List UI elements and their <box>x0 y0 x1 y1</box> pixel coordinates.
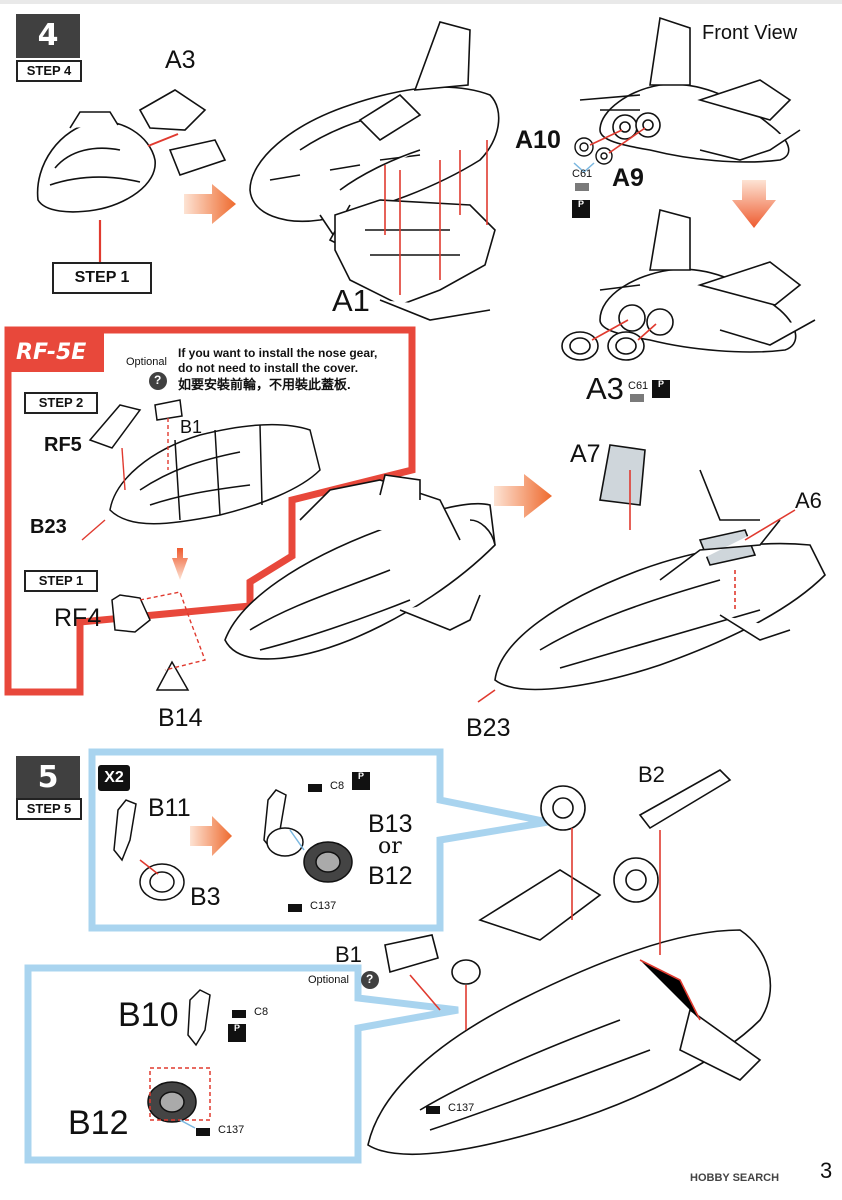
front-view-assembly <box>579 16 801 163</box>
paint-chip-c8-top <box>308 784 322 792</box>
paint-icon-top: P <box>572 200 590 218</box>
step4-ref-step1: STEP 1 <box>52 262 152 294</box>
step5-leaders <box>409 828 701 1030</box>
label-or: or <box>378 834 402 859</box>
part-label-b12-top: B12 <box>368 862 413 890</box>
paint-icon-step5-bottom: P <box>228 1024 246 1042</box>
part-label-rf5e-b1: B1 <box>180 417 203 437</box>
watermark: HOBBY SEARCH <box>690 1172 780 1184</box>
question-mark-2: ? <box>366 972 374 986</box>
rf5e-note-en-1: If you want to install the nose gear, <box>178 346 378 360</box>
paint-chip-c137-plane <box>426 1106 440 1114</box>
rf5e-optional-label: Optional <box>126 356 167 368</box>
step4-number: 4 <box>16 14 80 58</box>
paint-icon-bottom: P <box>652 380 670 398</box>
step5-gear-parts <box>113 789 353 1123</box>
part-label-b2: B2 <box>638 762 665 787</box>
assembly-arrow-3 <box>190 816 232 856</box>
step5-optional-label: Optional <box>308 974 349 986</box>
part-label-b3: B3 <box>190 883 221 911</box>
front-view-exhaust-assembly <box>561 209 816 361</box>
paint-c137-bottom: C137 <box>218 1124 245 1136</box>
rf5e-step2: STEP 2 <box>24 392 98 414</box>
paint-chip-c137-top <box>288 904 302 912</box>
question-mark-1: ? <box>154 373 162 387</box>
step5-number: 5 <box>16 756 80 800</box>
paint-chip-c61-top <box>575 183 589 191</box>
x2-badge: X2 <box>98 765 130 791</box>
paint-chip-c137-bottom <box>196 1128 210 1136</box>
part-label-b12-bottom: B12 <box>68 1104 129 1142</box>
rf5e-up-arrow <box>172 548 188 580</box>
right-plane-leaders <box>477 470 796 703</box>
paint-c137-top: C137 <box>310 900 337 912</box>
part-label-b11: B11 <box>148 794 191 822</box>
right-plane <box>494 444 826 691</box>
part-label-a1: A1 <box>332 283 370 318</box>
step4-cockpit-subassembly <box>36 89 227 213</box>
page-number: 3 <box>820 1158 833 1183</box>
step5-plane <box>367 769 772 1156</box>
rf5e-title-bg <box>8 330 104 372</box>
front-view-leaders <box>589 127 646 154</box>
rf5e-note-en-2: do not need to install the cover. <box>178 361 359 375</box>
rf5e-title: RF-5E <box>16 340 87 365</box>
paint-c8-top: C8 <box>330 780 345 792</box>
part-label-a9: A9 <box>612 164 644 192</box>
part-label-a6: A6 <box>795 488 822 513</box>
question-icon-2 <box>361 971 379 989</box>
part-label-rf5: RF5 <box>44 434 82 456</box>
paint-chip-c8-bottom <box>232 1010 246 1018</box>
part-label-a3-bottom: A3 <box>586 371 624 406</box>
front-view-label: Front View <box>702 22 798 44</box>
part-label-right-b23: B23 <box>466 714 511 742</box>
part-label-rf4: RF4 <box>54 604 102 632</box>
part-label-b14: B14 <box>158 704 203 732</box>
part-label-rf5e-b23: B23 <box>30 516 67 538</box>
rf5e-note-zh: 如要安裝前輪，不用裝此蓋板. <box>178 377 351 392</box>
callout-blue-1 <box>88 748 549 932</box>
assembly-arrow-1 <box>184 184 236 224</box>
part-label-step5-b1: B1 <box>335 942 362 967</box>
rf5e-nose <box>88 399 321 691</box>
paint-chip-c61-bottom <box>630 394 644 402</box>
paint-c137-plane: C137 <box>448 1102 475 1114</box>
rf5e-step1: STEP 1 <box>24 570 98 592</box>
center-plane <box>224 474 496 660</box>
paint-c61-top: C61 <box>572 168 593 180</box>
part-label-a7: A7 <box>570 440 601 468</box>
step4-label: STEP 4 <box>16 60 82 82</box>
step5-label: STEP 5 <box>16 798 82 820</box>
part-label-a10: A10 <box>515 126 561 154</box>
step4-assembly-leaders <box>384 140 488 295</box>
question-icon-1 <box>149 372 167 390</box>
part-label-b10: B10 <box>118 996 179 1034</box>
assembly-arrow-2 <box>494 474 552 518</box>
rf5e-panel-border <box>4 326 416 696</box>
assembly-arrow-down <box>732 180 776 228</box>
part-label-b13: B13 <box>368 810 413 838</box>
callout-blue-2 <box>24 964 459 1164</box>
paint-c61-bottom: C61 <box>628 380 649 392</box>
paint-c8-bottom: C8 <box>254 1006 269 1018</box>
part-label-a3-top: A3 <box>165 46 196 74</box>
a3-leader <box>147 133 179 147</box>
page-top-rule <box>0 0 842 4</box>
paint-icon-step5-top: P <box>352 772 370 790</box>
step4-lower-fuselage <box>334 199 496 321</box>
a9-a10-parts <box>574 137 613 165</box>
exhaust-leaders <box>591 319 657 341</box>
rf5e-leaders <box>81 418 206 671</box>
